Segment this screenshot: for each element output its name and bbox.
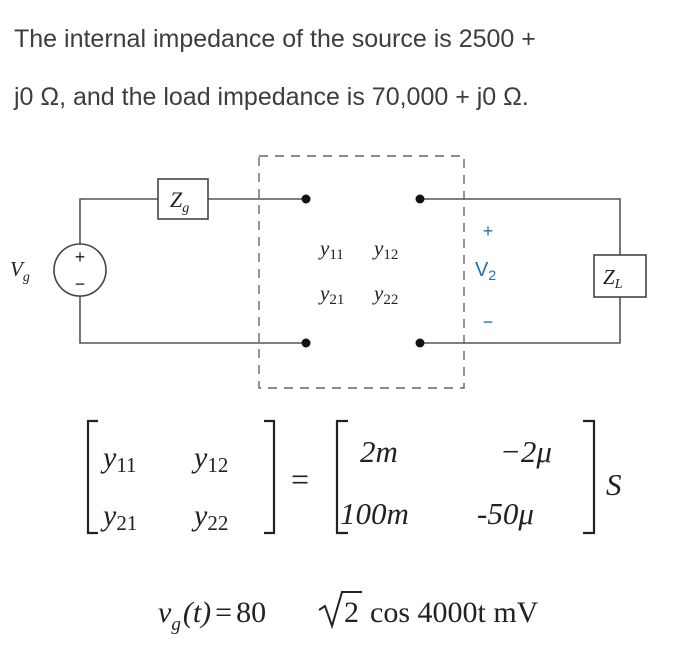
source-equation: vg(t)=80 2 cos 4000t mV (158, 591, 539, 635)
circuit-wires (79, 198, 621, 344)
lhs-left-bracket (86, 419, 98, 535)
vg-label: Vg (10, 257, 30, 285)
terminal-2-bottom (415, 338, 425, 348)
v2-plus-sign: + (483, 221, 494, 241)
right-top-wire (420, 198, 621, 255)
problem-statement: The internal impedance of the source is … (14, 10, 664, 126)
problem-line-2: j0 Ω, and the load impedance is 70,000 +… (14, 83, 529, 111)
zg-label: Zg (170, 187, 189, 216)
problem-line-1: The internal impedance of the source is … (14, 25, 536, 53)
lhs-right-bracket (264, 419, 276, 535)
terminals (301, 194, 425, 348)
y12-label: y12 (372, 236, 398, 263)
lhs-y12: y12 (191, 441, 228, 477)
rhs-a12: −2μ (500, 434, 552, 469)
zg-box (157, 178, 209, 220)
terminal-1-bottom (301, 338, 311, 348)
left-bottom-wire (79, 296, 305, 344)
voltage-source (53, 243, 107, 297)
rhs-right-bracket (583, 419, 596, 535)
matrix-unit: S (606, 467, 622, 502)
v2-minus-sign: − (483, 312, 494, 332)
sqrt-sign (318, 591, 362, 630)
rhs-a11: 2m (360, 434, 398, 469)
source-eq-rest: cos 4000t mV (370, 596, 539, 629)
matrix-equals-sign: = (291, 461, 309, 497)
two-port-box (258, 155, 465, 389)
rhs-a22: -50μ (477, 496, 534, 531)
rhs-left-bracket (335, 419, 348, 535)
y-parameter-labels: y11 y12 y21 y22 (318, 236, 398, 308)
source-eq-lhs: vg(t)=80 (158, 596, 266, 635)
terminal-2-top (415, 194, 425, 204)
lhs-y21: y21 (100, 499, 137, 535)
lhs-y11: y11 (100, 441, 137, 477)
zl-box (593, 254, 647, 298)
v2-label: V2 (475, 259, 496, 283)
zl-label: ZL (603, 265, 623, 292)
sqrt-arg: 2 (344, 596, 359, 629)
matrix-equation: y11 y12 y21 y22 = 2m −2μ 100m -50μ S (86, 419, 622, 535)
y22-label: y22 (372, 281, 398, 308)
source-minus-sign: − (75, 274, 86, 294)
y11-label: y11 (318, 236, 344, 263)
y21-label: y21 (318, 281, 344, 308)
right-bottom-wire (420, 297, 621, 344)
lhs-y22: y22 (191, 499, 228, 535)
source-plus-sign: + (75, 247, 86, 267)
rhs-a21: 100m (340, 496, 409, 531)
left-top-wire (79, 198, 158, 244)
terminal-1-top (301, 194, 311, 204)
